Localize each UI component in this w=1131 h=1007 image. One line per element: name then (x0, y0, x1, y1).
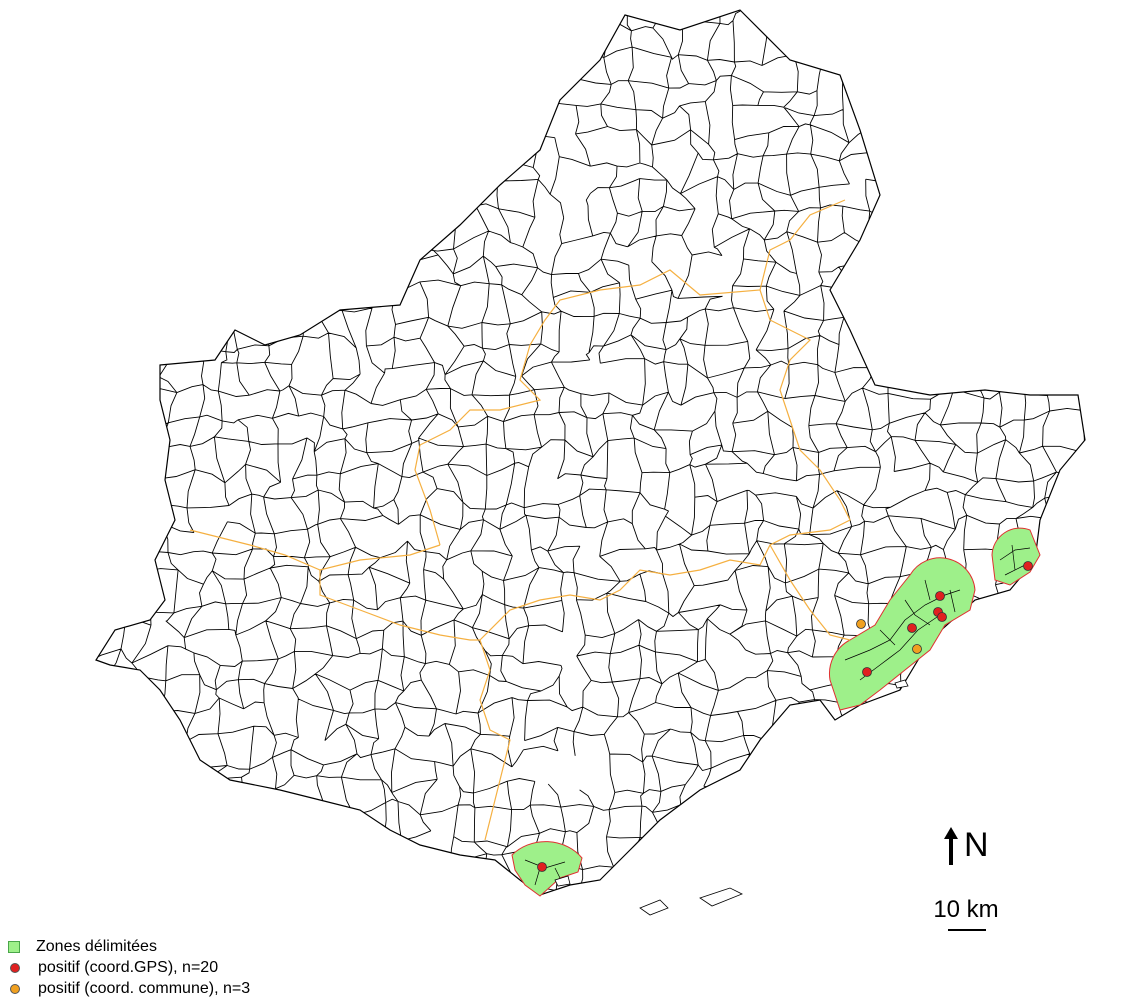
zone-var-south (511, 841, 583, 897)
orange-dot-icon (10, 983, 20, 994)
legend-gps-label: positif (coord.GPS), n=20 (38, 958, 219, 976)
islands (554, 679, 909, 916)
north-indicator: N (944, 826, 989, 865)
scale-bar (948, 929, 986, 931)
scale-label: 10 km (933, 896, 999, 923)
zone-swatch-icon (8, 940, 20, 953)
zone-menton (991, 527, 1041, 586)
legend-item-zones: Zones délimitées (8, 936, 250, 957)
positive-points-gps (537, 561, 1033, 872)
legend-commune-label: positif (coord. commune), n=3 (38, 979, 251, 997)
north-arrow-icon (944, 826, 958, 865)
legend: Zones délimitées positif (coord.GPS), n=… (8, 936, 250, 999)
positive-points-commune (856, 619, 922, 654)
region-outline (95, 9, 1086, 896)
north-label: N (964, 826, 989, 864)
legend-zones-label: Zones délimitées (36, 937, 157, 955)
department-boundaries (189, 199, 851, 841)
red-dot-icon (10, 962, 20, 973)
legend-item-commune: positif (coord. commune), n=3 (8, 978, 250, 999)
legend-item-gps: positif (coord.GPS), n=20 (8, 957, 250, 978)
